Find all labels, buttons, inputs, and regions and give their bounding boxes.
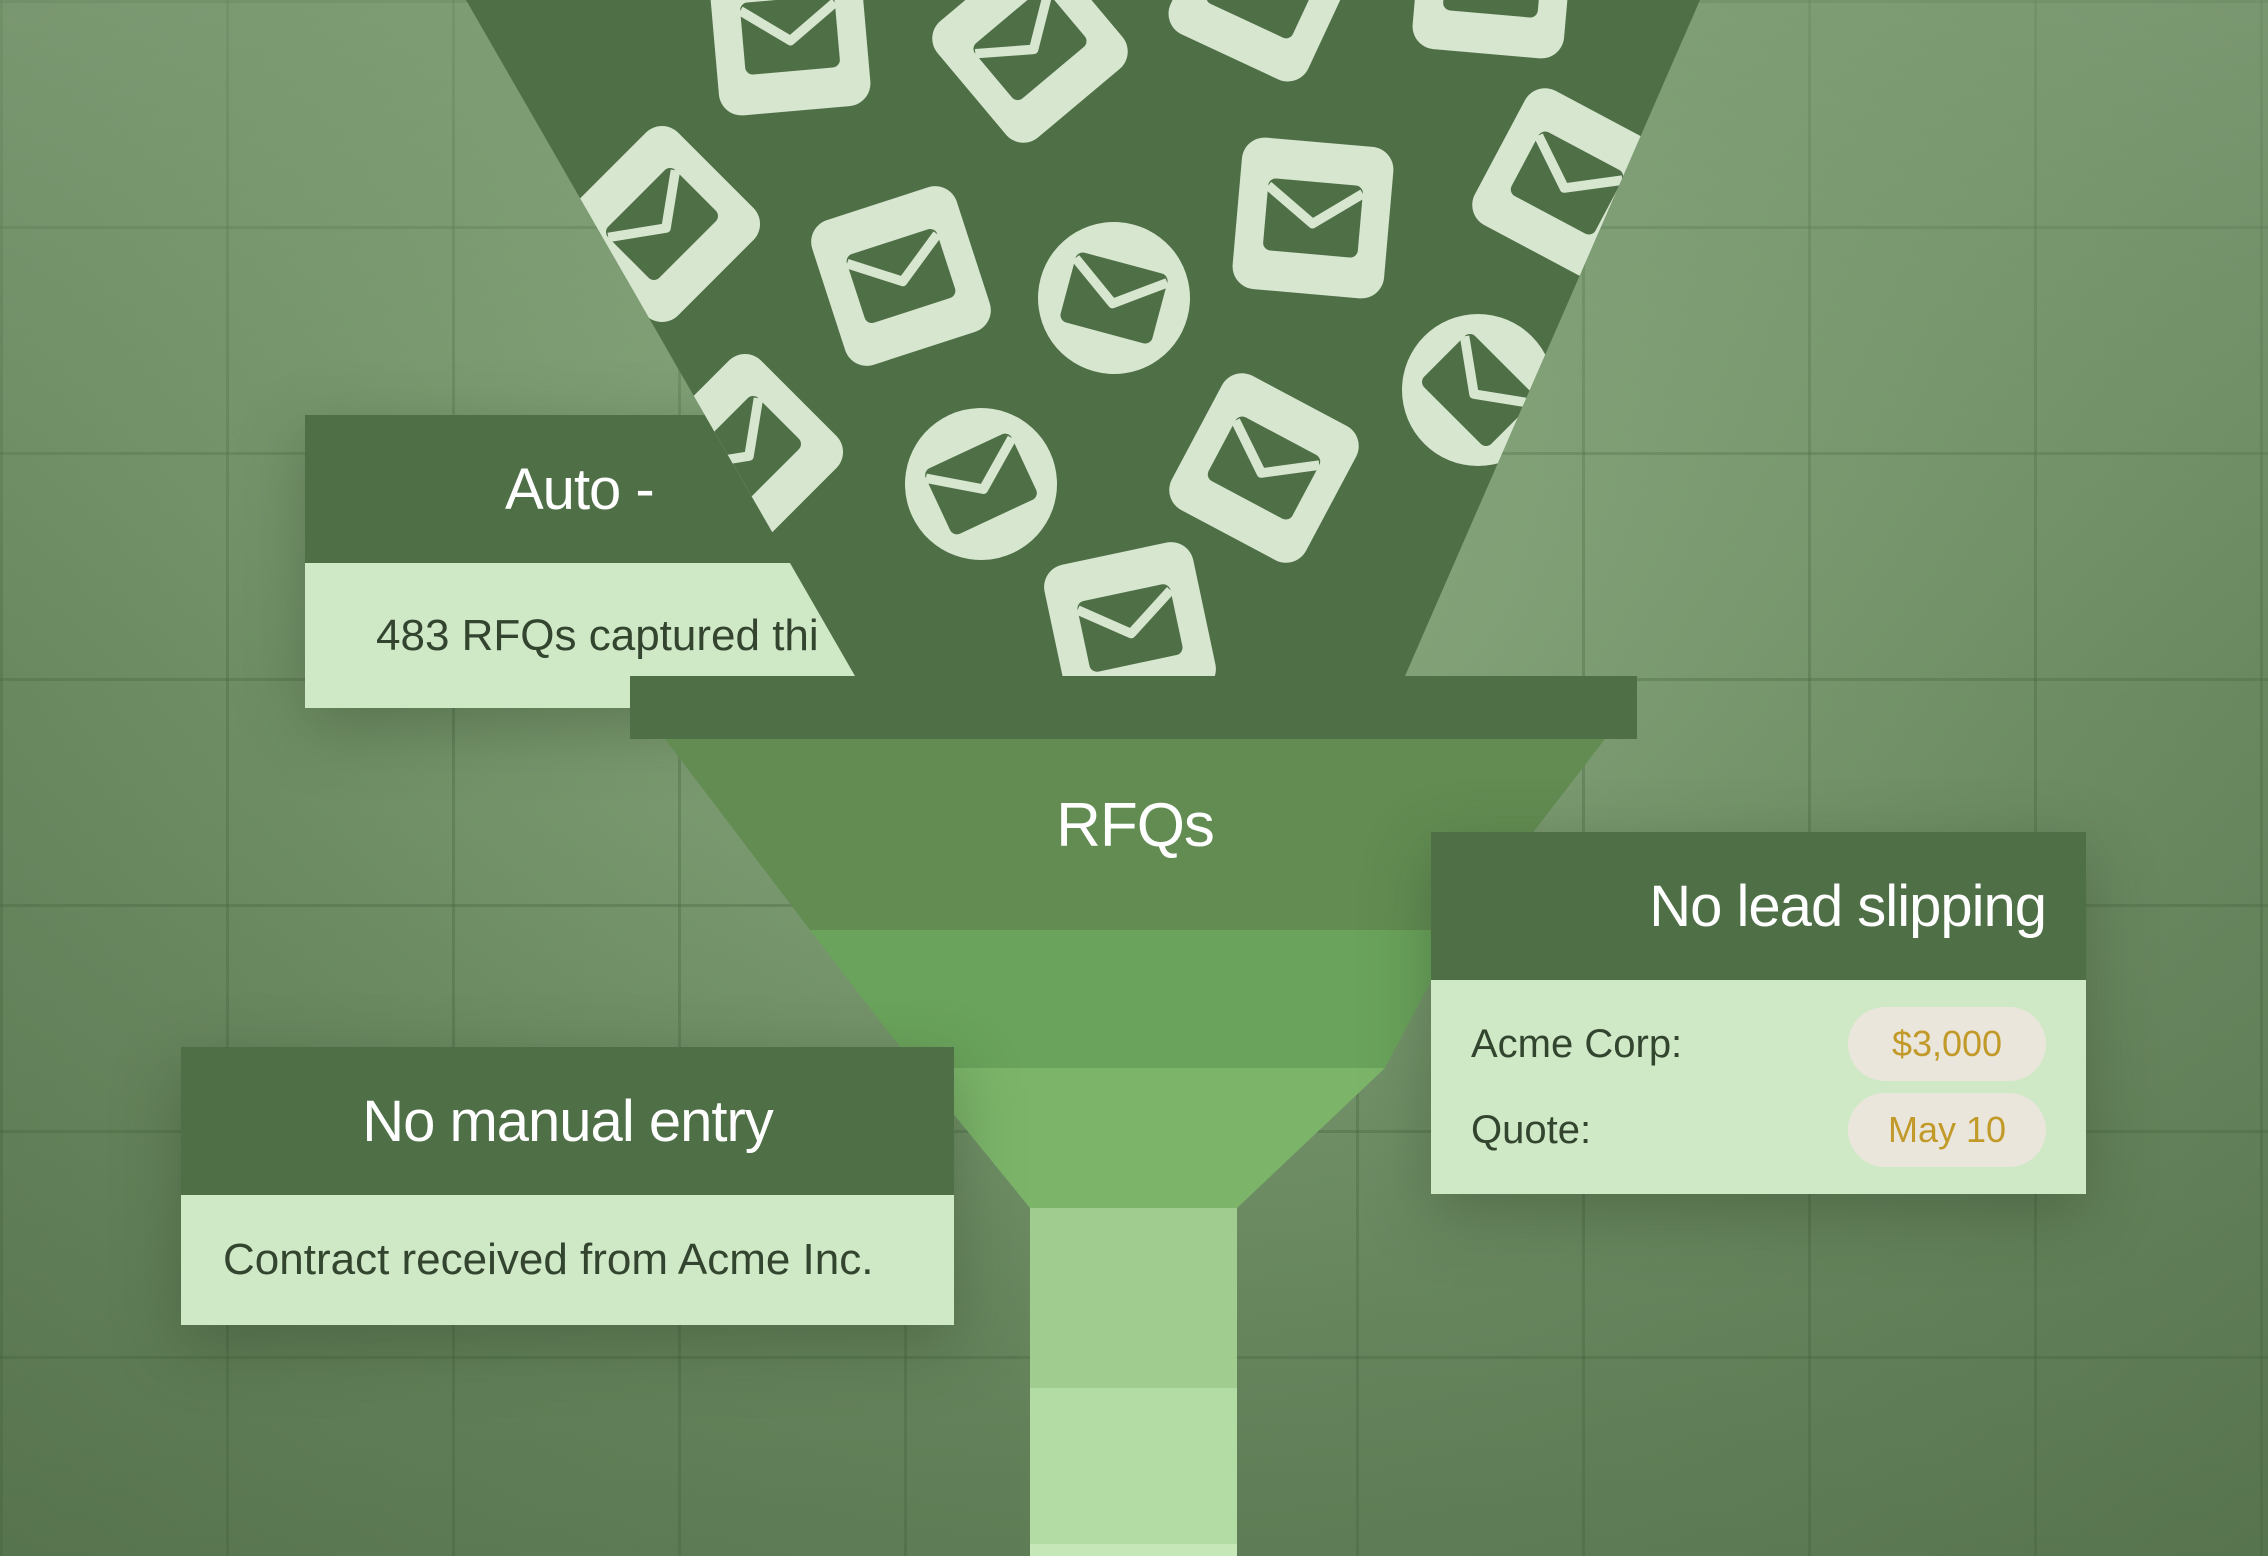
- funnel-spout-1: [1030, 1208, 1237, 1388]
- amount-badge: $3,000: [1848, 1007, 2046, 1081]
- lead-row-label: Acme Corp:: [1471, 1021, 1683, 1066]
- manual-entry-card-body: Contract received from Acme Inc.: [181, 1195, 954, 1325]
- lead-row-company: Acme Corp: $3,000: [1471, 1007, 2046, 1081]
- funnel-rim: [630, 676, 1637, 739]
- lead-slipping-card-title: No lead slipping: [1431, 832, 2086, 980]
- funnel-band-3: [916, 1068, 1385, 1208]
- funnel-band-2: [810, 930, 1458, 1068]
- date-badge: May 10: [1848, 1093, 2046, 1167]
- funnel-spout-3: [1030, 1544, 1237, 1556]
- funnel-label: RFQs: [1056, 791, 1215, 860]
- manual-entry-card: No manual entry Contract received from A…: [181, 1047, 954, 1325]
- funnel-spout-2: [1030, 1388, 1237, 1544]
- lead-slipping-card: No lead slipping Acme Corp: $3,000 Quote…: [1431, 832, 2086, 1194]
- lead-row-quote: Quote: May 10: [1471, 1093, 2046, 1167]
- lead-row-label: Quote:: [1471, 1107, 1592, 1152]
- funnel-band-1: [665, 739, 1605, 930]
- manual-entry-card-title: No manual entry: [181, 1047, 954, 1195]
- lead-slipping-card-body: Acme Corp: $3,000 Quote: May 10: [1431, 980, 2086, 1194]
- envelope-icon: [1231, 136, 1396, 301]
- envelope-icon: [708, 0, 873, 117]
